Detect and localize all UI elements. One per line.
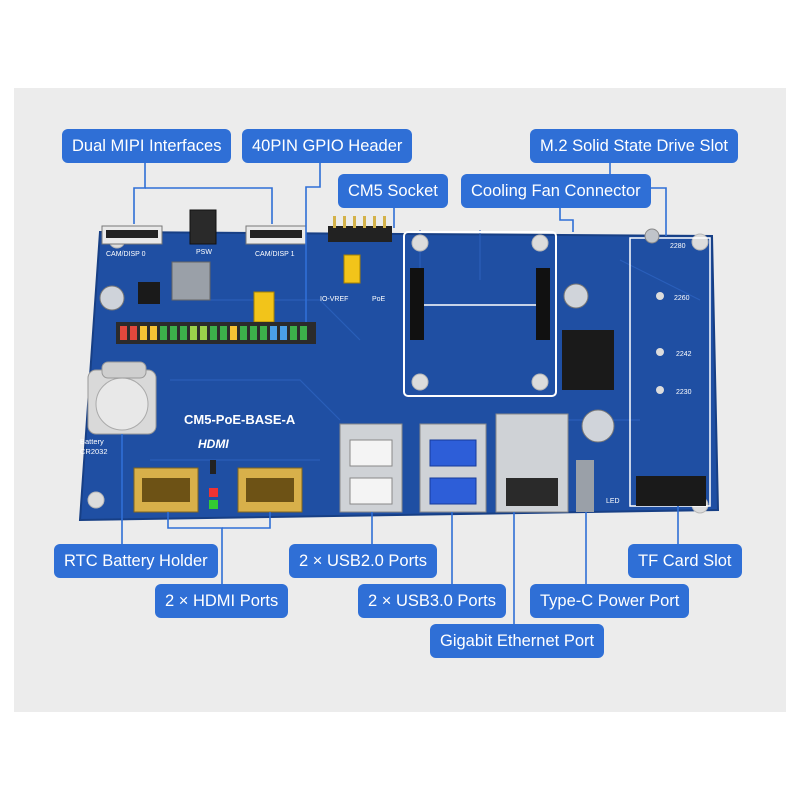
label-gpio-header: 40PIN GPIO Header <box>242 129 413 163</box>
silk-led: LED <box>606 498 620 505</box>
hdmi-ports <box>133 467 303 513</box>
silk-psw: PSW <box>196 249 212 256</box>
label-rtc-battery: RTC Battery Holder <box>54 544 218 578</box>
silk-cam1: CAM/DISP 1 <box>255 251 295 258</box>
usb2-ports <box>339 423 403 513</box>
label-cm5-socket: CM5 Socket <box>338 174 448 208</box>
label-fan-connector: Cooling Fan Connector <box>461 174 651 208</box>
gpio-header-pins <box>116 322 316 344</box>
label-ethernet: Gigabit Ethernet Port <box>430 624 605 658</box>
ethernet-port <box>495 413 569 513</box>
silk-2280: 2280 <box>670 243 686 250</box>
silk-battery: Battery <box>80 437 104 446</box>
label-usb2-ports: 2 × USB2.0 Ports <box>289 544 437 578</box>
psw-switch <box>189 209 217 245</box>
label-dual-mipi: Dual MIPI Interfaces <box>62 129 232 163</box>
silk-2230: 2230 <box>676 389 692 396</box>
label-typec-power: Type-C Power Port <box>530 584 690 618</box>
cm5-socket <box>403 231 557 397</box>
label-usb3-ports: 2 × USB3.0 Ports <box>358 584 506 618</box>
silk-hdmi-logo: HDMI <box>198 437 229 451</box>
m2-slot <box>629 228 711 507</box>
rtc-battery-holder <box>87 361 157 435</box>
silk-board-name: CM5-PoE-BASE-A <box>184 412 296 427</box>
label-hdmi-ports: 2 × HDMI Ports <box>155 584 289 618</box>
label-tf-card: TF Card Slot <box>628 544 742 578</box>
silk-2242: 2242 <box>676 351 692 358</box>
silk-2260: 2260 <box>674 295 690 302</box>
usb3-ports <box>419 423 487 513</box>
silk-io-vref: IO-VREF <box>320 296 348 303</box>
io-vref-header <box>328 226 392 242</box>
label-m2-slot: M.2 Solid State Drive Slot <box>530 129 738 163</box>
silk-poe: PoE <box>372 296 386 303</box>
silk-cam0: CAM/DISP 0 <box>106 251 146 258</box>
silk-battery-model: CR2032 <box>80 447 108 456</box>
